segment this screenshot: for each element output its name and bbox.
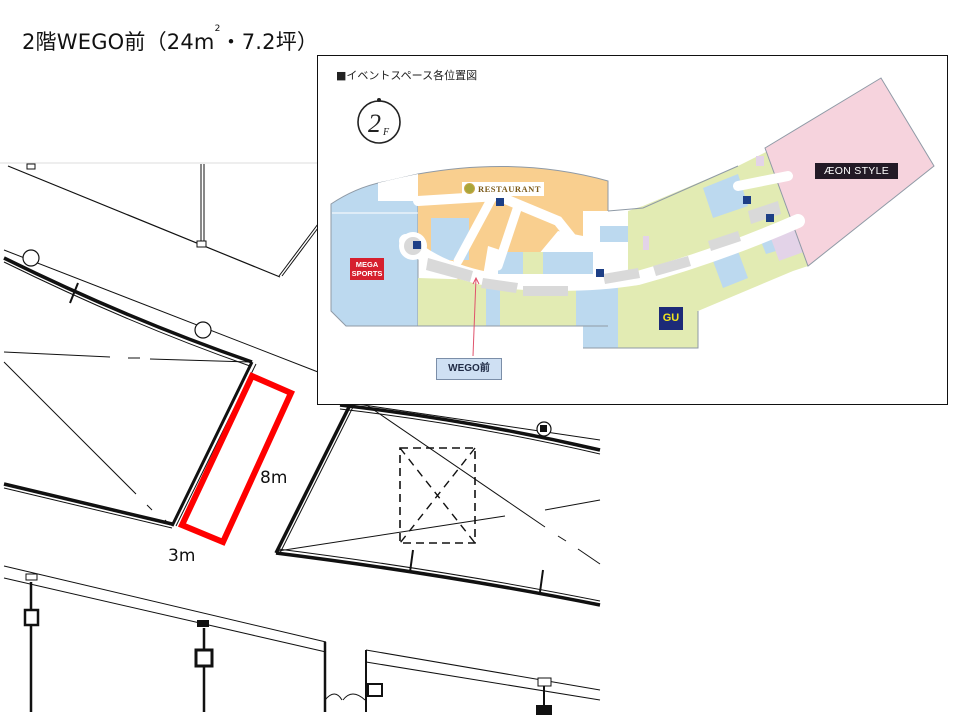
title-area-unit: 2	[214, 24, 221, 34]
title-floor: 2階	[22, 30, 57, 54]
mega-sports-line1: MEGA	[355, 260, 379, 269]
floor-badge-number: 2	[368, 109, 381, 138]
floor-badge-suffix: F	[382, 127, 390, 138]
wego-marker-label: WEGO前	[436, 358, 502, 380]
mega-sports-line2: SPORTS	[351, 269, 383, 278]
mega-sports-logo: MEGA SPORTS	[350, 258, 384, 280]
gu-logo: GU	[659, 307, 683, 330]
aeon-style-logo: ÆON STYLE	[815, 163, 898, 179]
dimension-length: 8m	[260, 468, 288, 488]
title-area-tsubo: ・7.2坪）	[220, 30, 319, 54]
restaurant-icon	[464, 183, 475, 194]
mall-floor-map	[330, 77, 935, 357]
restaurant-text: RESTAURANT	[478, 184, 541, 194]
dimension-width: 3m	[168, 546, 196, 566]
title-area: （24m	[145, 30, 215, 54]
floor-badge-icon: 2 F	[357, 98, 401, 144]
location-map-panel: ■イベントスペース各位置図 2 F	[317, 55, 948, 405]
map-heading: ■イベントスペース各位置図	[336, 69, 478, 82]
event-space-highlight	[177, 372, 295, 546]
page-title: 2階WEGO前（24m2・7.2坪）	[22, 24, 319, 56]
title-location: WEGO前	[56, 30, 146, 54]
restaurant-label: RESTAURANT	[462, 182, 544, 196]
